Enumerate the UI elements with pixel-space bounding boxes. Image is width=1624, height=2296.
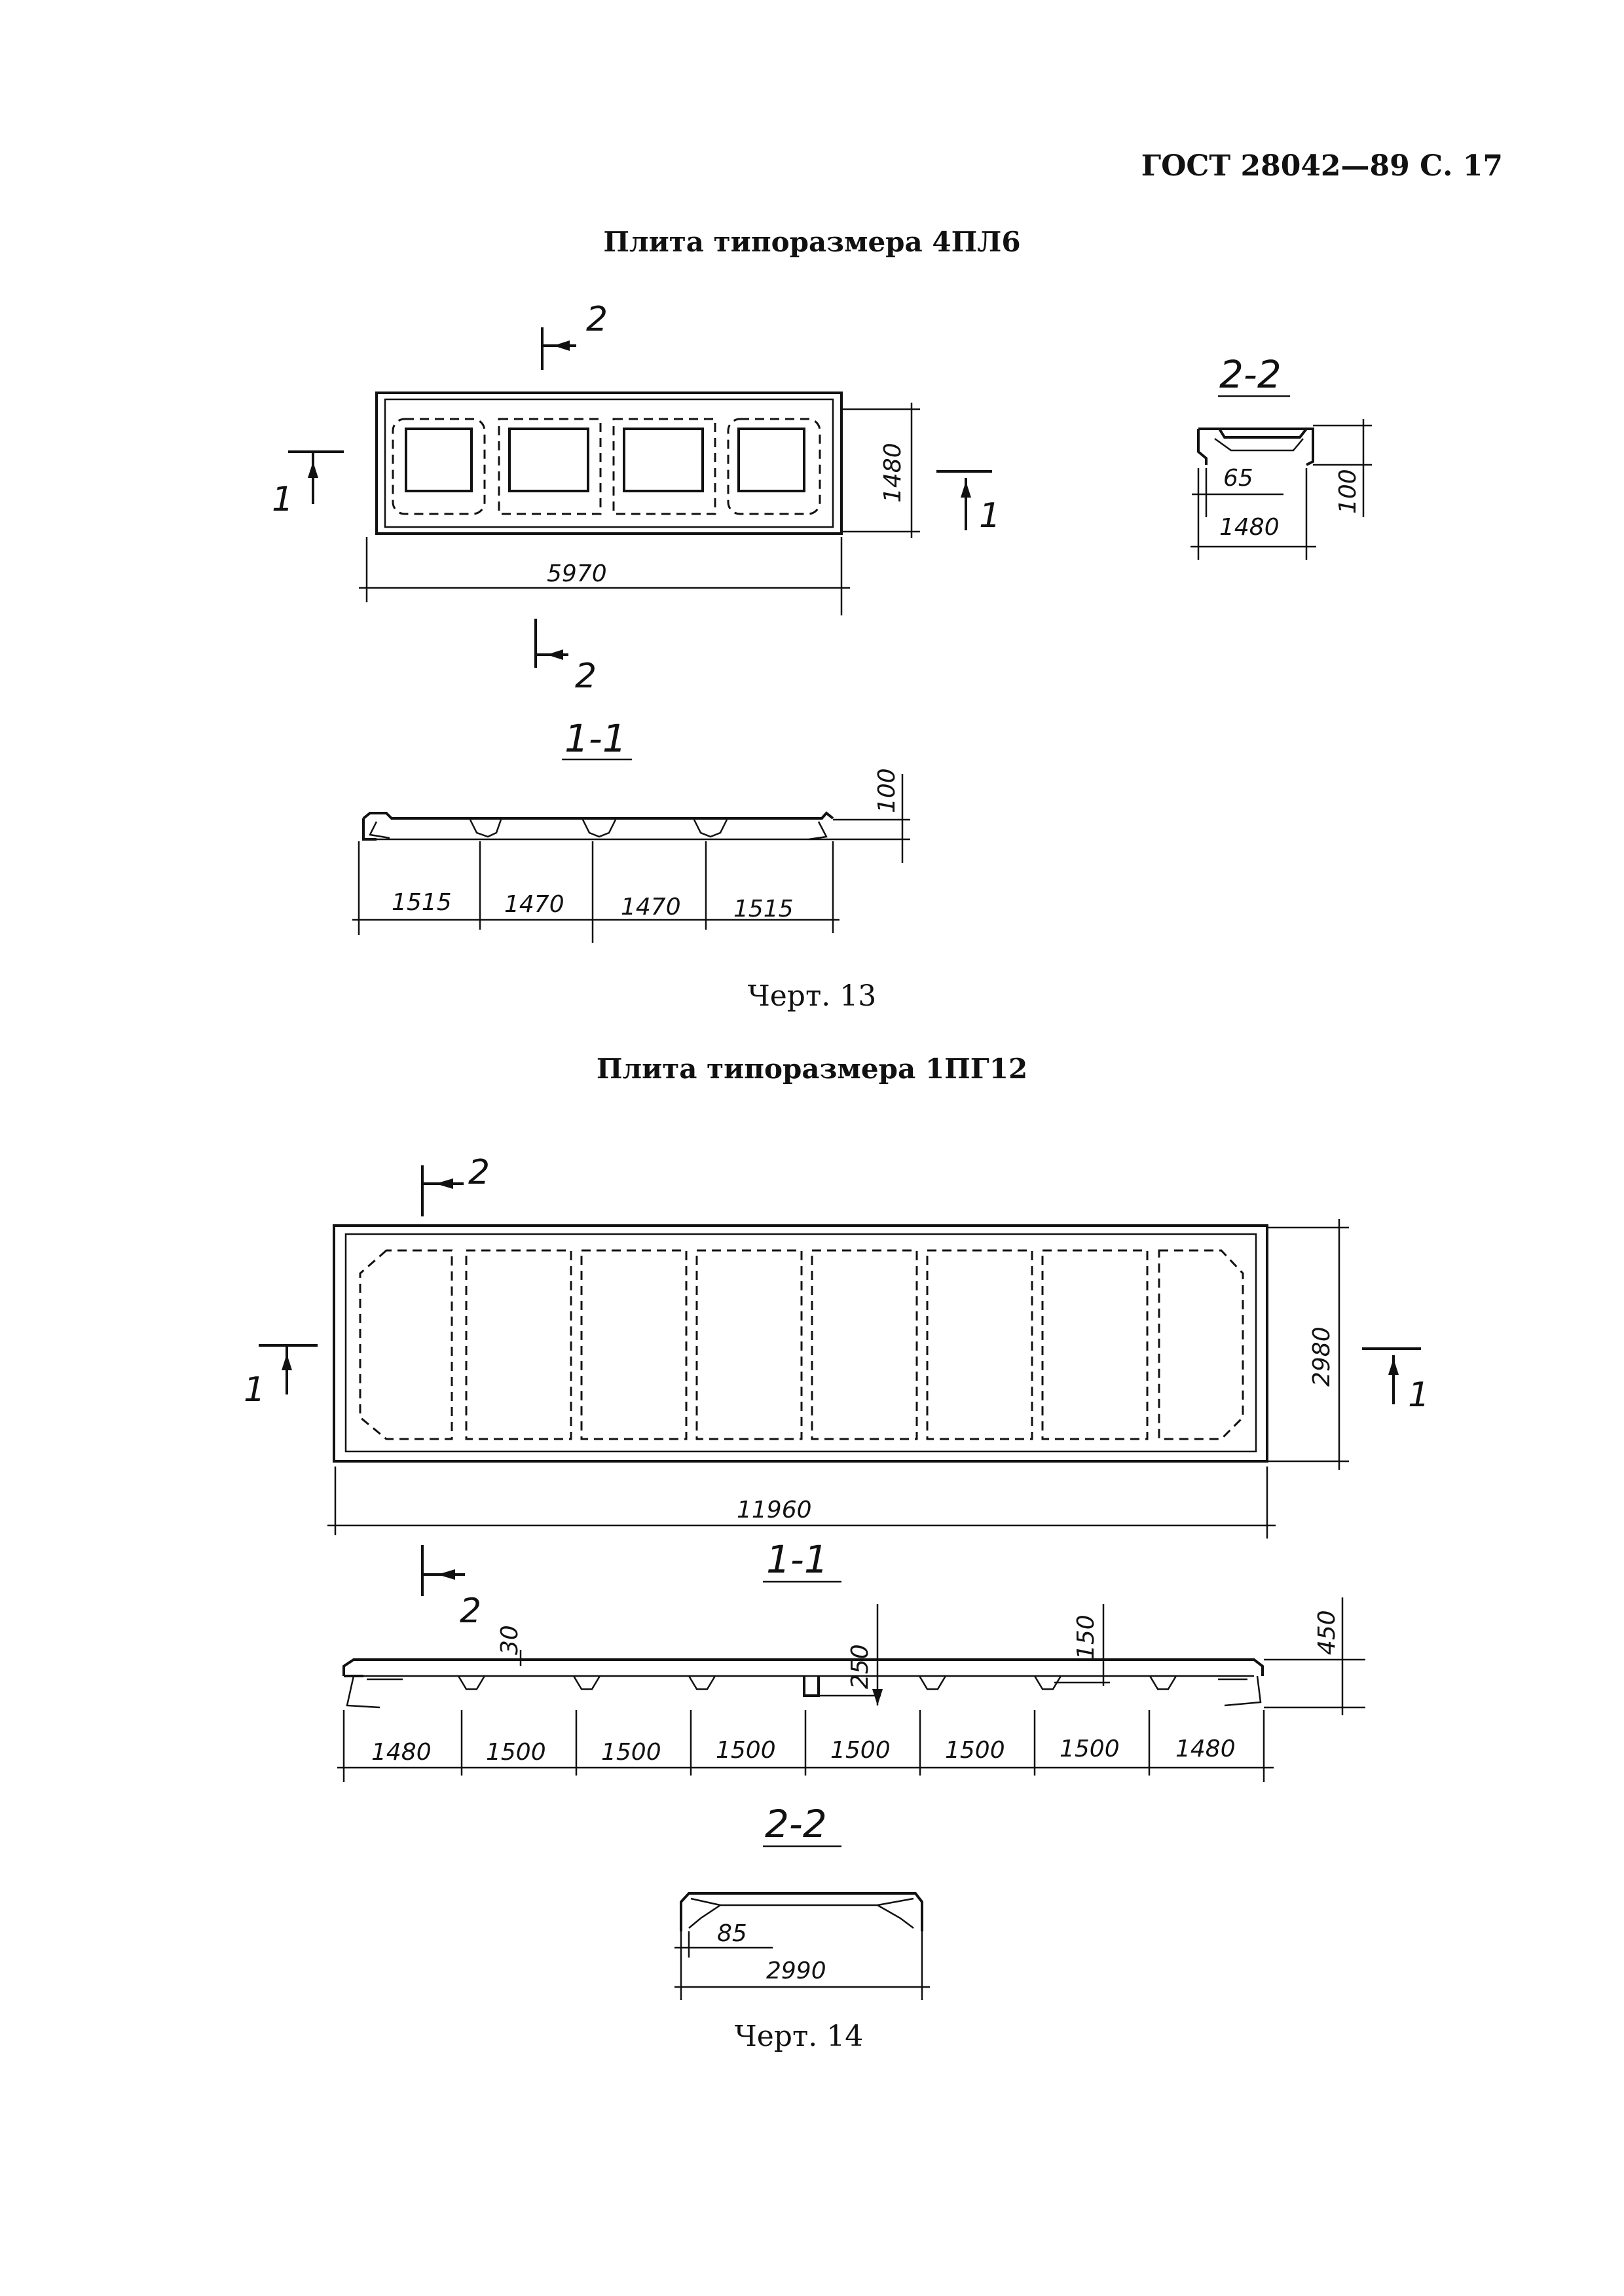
fig13-section-height-dim: 100 (1335, 469, 1361, 514)
fig13-cut2-bottom: 2 (575, 657, 597, 696)
fig14-span-8: 1480 (1175, 1736, 1236, 1762)
fig14-rib-150-dim: 150 (1073, 1614, 1099, 1660)
fig13-span-4: 1515 (733, 896, 794, 922)
fig14-cut1-left: 1 (244, 1370, 265, 1410)
fig13-length-dim: 5970 (547, 560, 607, 587)
fig14-rib-30-dim: 30 (496, 1625, 523, 1655)
fig13-cut2-top: 2 (586, 300, 608, 339)
fig14-section-1-1-label: 1-1 (766, 1537, 828, 1582)
fig14-section-2-2-label: 2-2 (765, 1802, 827, 1846)
fig14-section-1-1: 1-1 450 30 250 (337, 1537, 1365, 1782)
figure-13-caption: Черт. 13 (747, 979, 877, 1013)
fig14-span-1: 1480 (371, 1739, 432, 1766)
fig13-span-2: 1470 (504, 891, 564, 918)
fig14-rib-85-dim: 85 (717, 1920, 747, 1947)
fig13-cut1-left: 1 (272, 480, 293, 519)
figure-14-caption: Черт. 14 (734, 2020, 864, 2053)
fig13-rib-dim: 65 (1223, 465, 1253, 492)
fig14-span-4: 1500 (716, 1737, 776, 1764)
fig14-length-dim: 11960 (737, 1497, 812, 1523)
fig13-section-1-1: 1-1 100 1515 1470 1470 1515 (352, 716, 910, 943)
fig13-plan-view: 1480 5970 1 1 2 2 (272, 300, 1001, 696)
page-header: ГОСТ 28042—89 С. 17 (1141, 149, 1503, 183)
fig14-cut2-top: 2 (468, 1153, 490, 1192)
fig14-rib-250-dim: 250 (847, 1644, 874, 1689)
fig13-cut1-right: 1 (979, 496, 1001, 536)
fig14-span-6: 1500 (945, 1737, 1005, 1764)
fig14-span-5: 1500 (830, 1737, 891, 1764)
fig13-section-1-1-label: 1-1 (564, 716, 627, 761)
fig14-width-dim: 2980 (1308, 1326, 1335, 1387)
figure-13-title: Плита типоразмера 4ПЛ6 (603, 226, 1021, 258)
fig14-span-3: 1500 (601, 1739, 661, 1766)
fig14-section-width-dim: 2990 (766, 1958, 826, 1984)
fig13-elevation-height-dim: 100 (874, 768, 900, 813)
fig13-width-dim: 1480 (879, 443, 906, 503)
fig13-span-3: 1470 (621, 894, 681, 920)
fig13-section-width-dim: 1480 (1219, 514, 1280, 541)
fig13-span-1: 1515 (392, 889, 452, 916)
fig14-cut2-bottom: 2 (460, 1592, 481, 1631)
fig13-section-2-2: 2-2 100 65 1480 (1190, 352, 1372, 560)
fig14-section-2-2: 2-2 85 2990 (674, 1802, 930, 2000)
fig14-plan-view: 2980 11960 1 1 2 2 (244, 1153, 1430, 1631)
fig14-span-2: 1500 (486, 1739, 546, 1766)
fig14-height-dim: 450 (1314, 1610, 1340, 1655)
fig14-cut1-right: 1 (1408, 1376, 1430, 1415)
fig14-span-7: 1500 (1060, 1736, 1120, 1762)
figure-14-title: Плита типоразмера 1ПГ12 (596, 1053, 1028, 1085)
fig13-section-2-2-label: 2-2 (1219, 352, 1282, 397)
